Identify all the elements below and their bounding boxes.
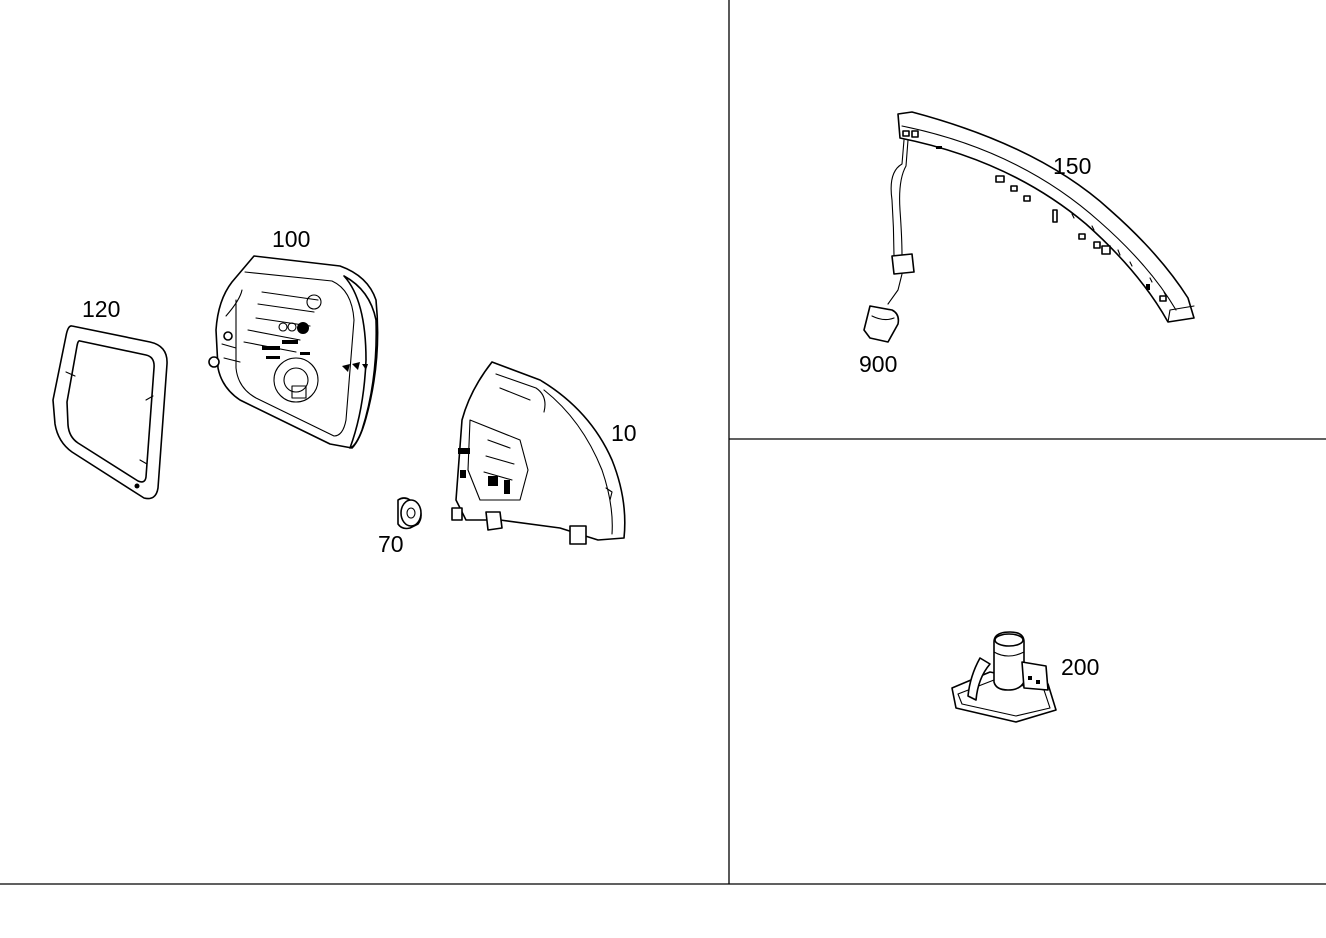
callout-70: 70 — [378, 531, 404, 557]
callout-900: 900 — [859, 351, 897, 377]
part-70-grommet[interactable] — [397, 497, 422, 530]
panel-frame — [0, 0, 1326, 885]
callout-200: 200 — [1061, 654, 1099, 680]
callout-120: 120 — [82, 296, 120, 322]
part-200-lamp-socket[interactable] — [951, 631, 1057, 723]
part-150-light-strip[interactable] — [863, 111, 1195, 343]
callout-labels: 10 70 100 120 150 200 900 — [82, 153, 1099, 680]
part-900-connector[interactable] — [863, 305, 900, 343]
part-120-gasket[interactable] — [52, 325, 168, 500]
callout-100: 100 — [272, 226, 310, 252]
part-100-mirror-assembly[interactable] — [208, 255, 379, 449]
callout-150: 150 — [1053, 153, 1091, 179]
part-10-housing[interactable] — [451, 361, 626, 545]
callout-10: 10 — [611, 420, 637, 446]
